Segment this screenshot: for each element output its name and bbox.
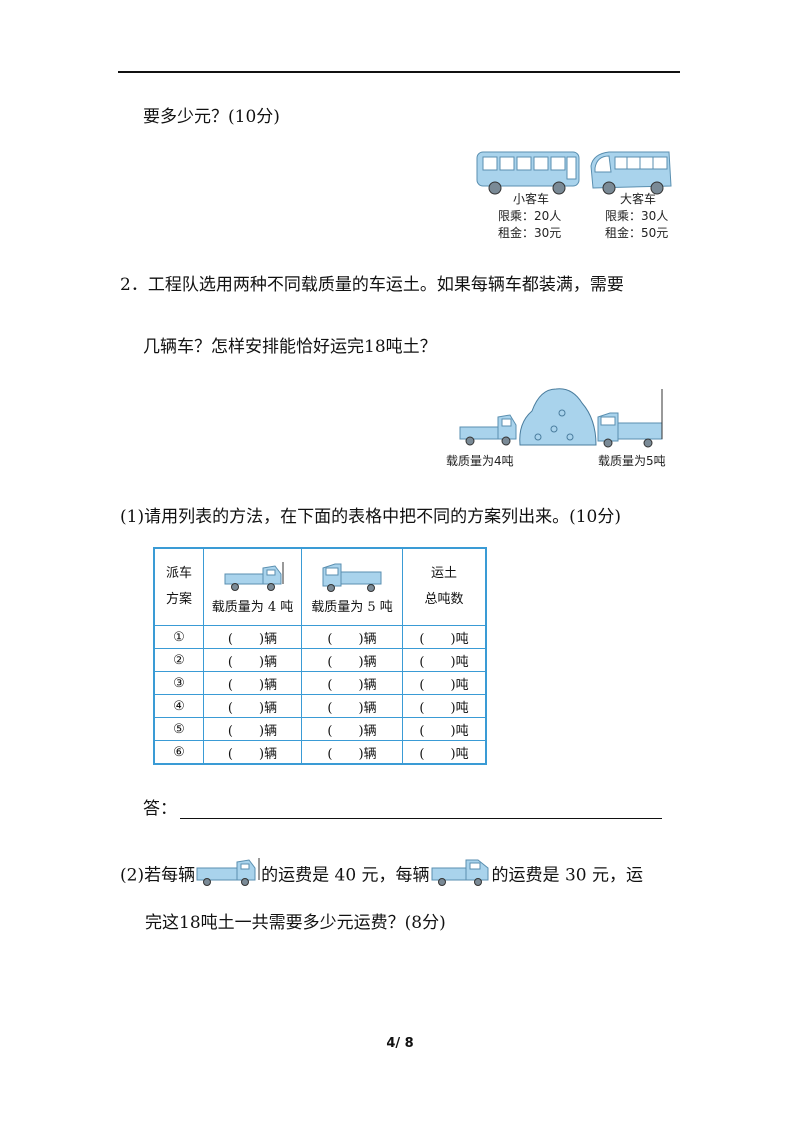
header-total-line2: 总吨数 [424, 592, 464, 607]
row-number: ② [153, 648, 204, 672]
cell-5-ton-count[interactable]: ( )辆 [301, 740, 403, 765]
row-number: ④ [153, 694, 204, 718]
cell-4-ton-count[interactable]: ( )辆 [203, 740, 302, 765]
header-total-tons: 运土 总吨数 [402, 547, 487, 626]
big-bus-limit: 限乘：30人 [605, 209, 669, 223]
plan-table: 派车 方案 载质量为 4 吨 载质量为 5 吨 [153, 547, 487, 765]
big-bus-rent: 租金：50元 [605, 226, 669, 240]
row-number: ① [153, 625, 204, 649]
table-row: ② ( )辆 ( )辆 ( )吨 [153, 648, 487, 672]
row-number: ③ [153, 671, 204, 695]
cell-total-tons[interactable]: ( )吨 [402, 671, 487, 695]
answer-label: 答： [143, 799, 177, 819]
truck-5-ton-icon [322, 563, 382, 592]
cell-total-tons[interactable]: ( )吨 [402, 694, 487, 718]
truck-4-ton-icon [224, 561, 283, 591]
question-1-tail: 要多少元？(10分) [143, 107, 280, 127]
dirt-scene-illustration [458, 383, 666, 451]
cell-5-ton-count[interactable]: ( )辆 [301, 648, 403, 672]
part-1-prompt: (1)请用列表的方法，在下面的表格中把不同的方案列出来。(10分) [120, 507, 621, 527]
cell-total-tons[interactable]: ( )吨 [402, 625, 487, 649]
table-row: ④ ( )辆 ( )辆 ( )吨 [153, 694, 487, 718]
small-truck-label: 载质量为4吨 [446, 454, 514, 468]
small-bus-illustration [475, 148, 581, 196]
header-total-line1: 运土 [430, 566, 457, 581]
table-row: ① ( )辆 ( )辆 ( )吨 [153, 625, 487, 649]
truck-5-ton-inline-icon [430, 858, 492, 894]
header-5-ton-truck: 载质量为 5 吨 [301, 547, 403, 626]
page-number: 4/ 8 [386, 1036, 414, 1051]
row-number: ⑥ [153, 740, 204, 765]
big-truck-label: 载质量为5吨 [598, 454, 666, 468]
truck-4-ton-inline-icon [195, 858, 261, 894]
cell-total-tons[interactable]: ( )吨 [402, 717, 487, 741]
cell-5-ton-count[interactable]: ( )辆 [301, 717, 403, 741]
part-2-seg1: (2)若每辆 [120, 865, 196, 886]
part-2-seg3: 的运费是 30 元，运 [491, 865, 643, 886]
cell-5-ton-count[interactable]: ( )辆 [301, 625, 403, 649]
table-row: ⑥ ( )辆 ( )辆 ( )吨 [153, 740, 487, 765]
header-4-ton-label: 载质量为 4 吨 [211, 599, 294, 615]
table-row: ③ ( )辆 ( )辆 ( )吨 [153, 671, 487, 695]
header-plan-line2: 方案 [165, 592, 192, 607]
small-bus-limit: 限乘：20人 [498, 209, 562, 223]
small-bus-rent: 租金：30元 [498, 226, 562, 240]
cell-5-ton-count[interactable]: ( )辆 [301, 671, 403, 695]
cell-4-ton-count[interactable]: ( )辆 [203, 625, 302, 649]
cell-total-tons[interactable]: ( )吨 [402, 648, 487, 672]
question-2-line1: 2．工程队选用两种不同载质量的车运土。如果每辆车都装满，需要 [120, 275, 624, 295]
header-4-ton-truck: 载质量为 4 吨 [203, 547, 302, 626]
cell-total-tons[interactable]: ( )吨 [402, 740, 487, 765]
big-bus-name: 大客车 [620, 192, 657, 206]
header-5-ton-label: 载质量为 5 吨 [311, 599, 393, 615]
cell-4-ton-count[interactable]: ( )辆 [203, 648, 302, 672]
part-2-line2: 完这18吨土一共需要多少元运费？(8分) [145, 913, 446, 933]
top-rule [118, 71, 680, 73]
row-number: ⑤ [153, 717, 204, 741]
question-2-line2: 几辆车？怎样安排能恰好运完18吨土？ [143, 337, 437, 357]
table-row: ⑤ ( )辆 ( )辆 ( )吨 [153, 717, 487, 741]
cell-4-ton-count[interactable]: ( )辆 [203, 671, 302, 695]
cell-4-ton-count[interactable]: ( )辆 [203, 717, 302, 741]
answer-line[interactable] [180, 818, 662, 819]
part-2-line1: (2)若每辆 的运费是 40 元，每辆 的运费是 30 元，运 [120, 858, 643, 894]
header-plan-line1: 派车 [165, 566, 192, 581]
part-2-seg2: 的运费是 40 元，每辆 [261, 865, 430, 886]
header-plan: 派车 方案 [153, 547, 204, 626]
cell-4-ton-count[interactable]: ( )辆 [203, 694, 302, 718]
small-bus-name: 小客车 [513, 192, 550, 206]
big-bus-illustration [587, 148, 673, 196]
cell-5-ton-count[interactable]: ( )辆 [301, 694, 403, 718]
